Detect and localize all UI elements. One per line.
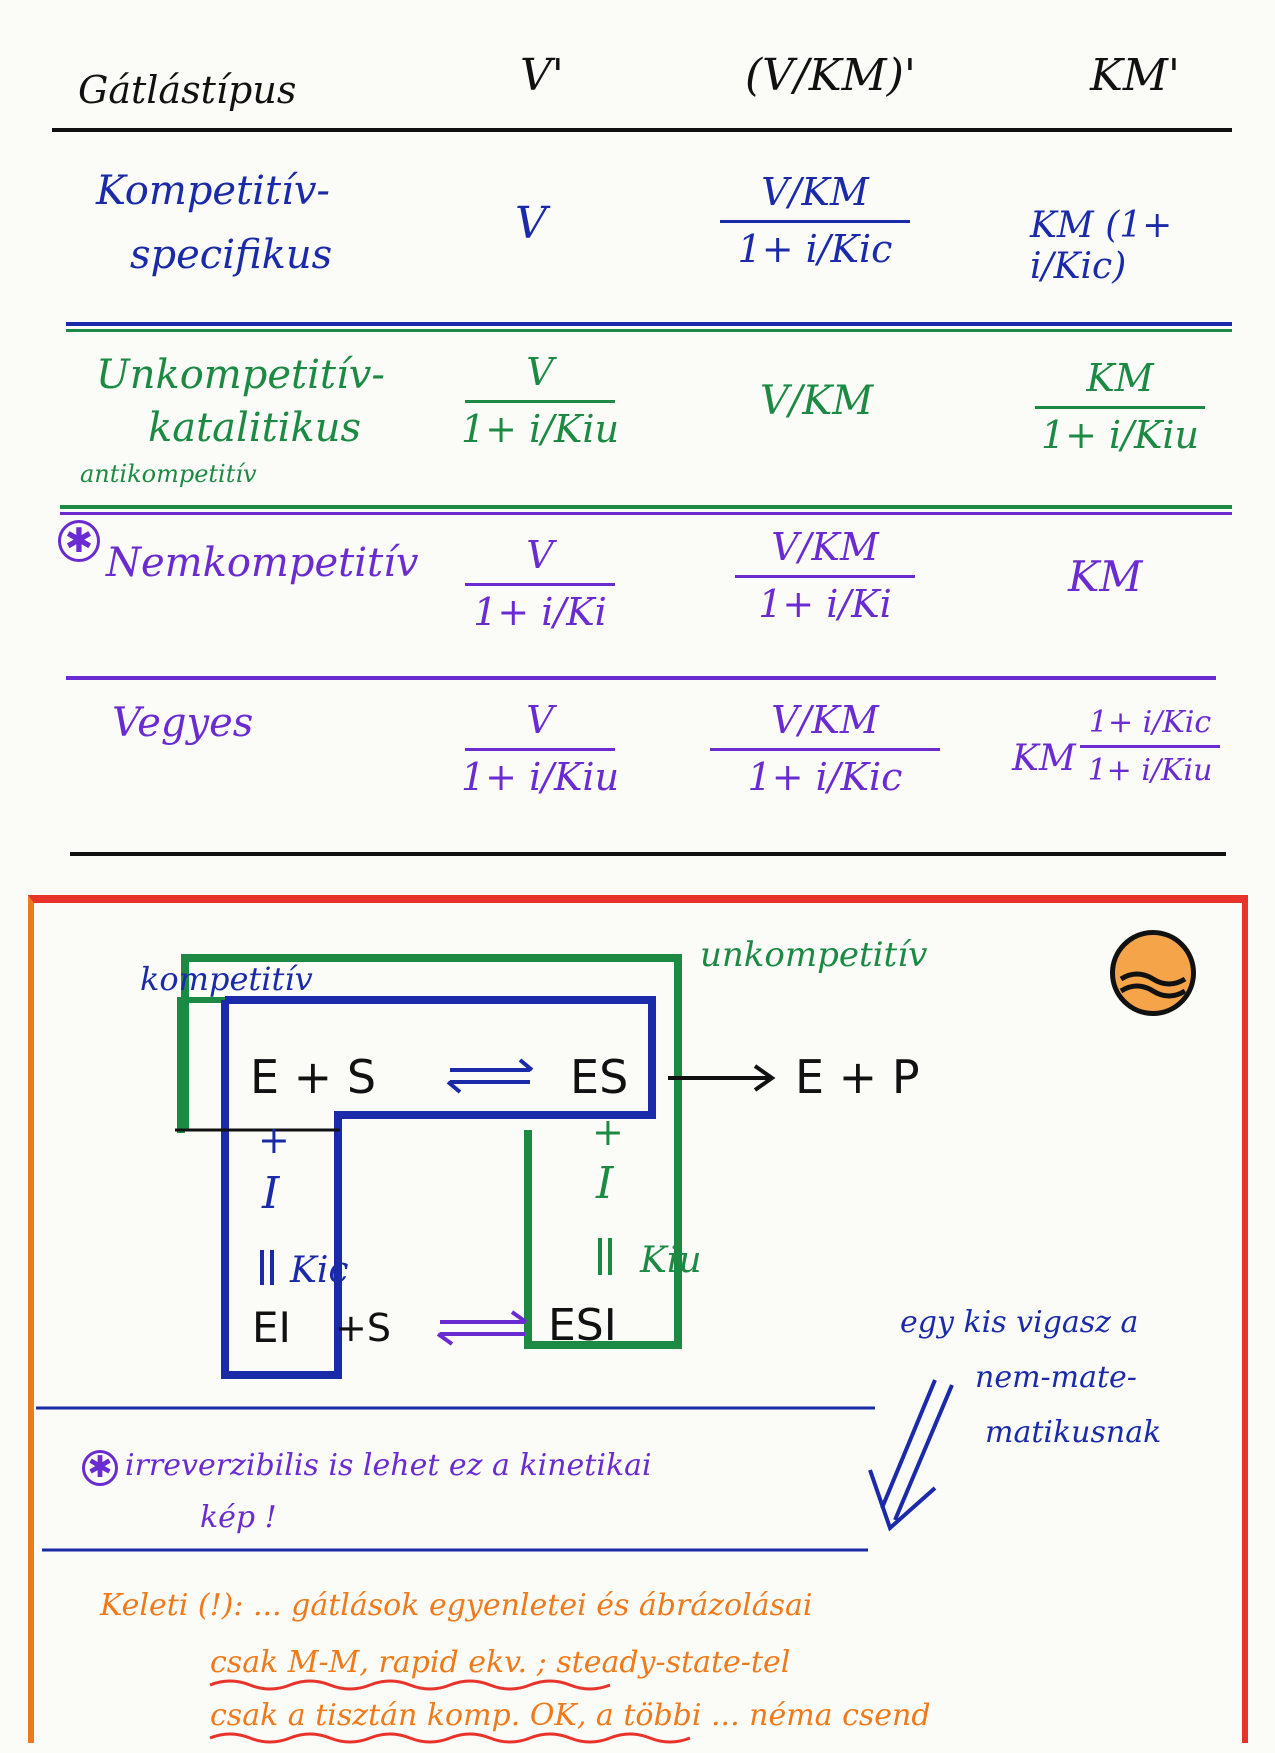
row3-v-den: 1+ i/Ki: [473, 589, 607, 634]
row2-divider-purple: [60, 512, 1232, 515]
species-e-plus-s: E + S: [250, 1050, 377, 1104]
row4-km-fraction: 1+ i/Kic 1+ i/Kiu: [1080, 706, 1220, 787]
row3-star-marker: ✱: [58, 520, 100, 562]
row4-vkm-fraction: V/KM 1+ i/Kic: [710, 698, 940, 799]
row3-vkm-num: V/KM: [771, 525, 879, 569]
star-note-marker: ✱: [82, 1450, 118, 1486]
row3-vkm-den: 1+ i/Ki: [758, 581, 892, 626]
header-divider: [52, 128, 1232, 132]
row3-v-num: V: [526, 533, 554, 577]
right-inhibitor: I: [596, 1158, 614, 1209]
row4-vkm-num: V/KM: [771, 698, 879, 742]
label-kompetitiv: kompetitív: [140, 960, 313, 998]
species-e-plus-p: E + P: [795, 1050, 920, 1104]
star-note-line2: kép !: [200, 1500, 277, 1535]
keleti-note-line3: csak a tisztán komp. OK, a többi ... ném…: [210, 1698, 931, 1733]
kic-label: Kic: [290, 1250, 349, 1291]
row2-divider: [60, 505, 1232, 509]
row2-km-num: KM: [1086, 356, 1154, 400]
row2-label-line2: katalitikus: [148, 405, 361, 451]
label-unkompetitiv: unkompetitív: [700, 935, 928, 975]
row2-v-fraction: V 1+ i/Kiu: [461, 350, 619, 451]
right-plus: +: [592, 1110, 624, 1154]
row1-vkm-fraction: V/KM 1+ i/Kic: [720, 170, 910, 271]
row1-label-line2: specifikus: [130, 232, 333, 278]
header-inhibition-type: Gátlástípus: [78, 68, 297, 112]
row4-vkm-den: 1+ i/Kic: [747, 754, 903, 799]
row3-vkm-fraction: V/KM 1+ i/Ki: [735, 525, 915, 626]
row2-label-line3: antikompetitív: [80, 460, 257, 488]
row4-km-prefix: KM: [1012, 738, 1076, 779]
row4-v-num: V: [526, 698, 554, 742]
row1-vkm-den: 1+ i/Kic: [737, 226, 893, 271]
row4-divider: [70, 852, 1226, 856]
consolation-note-line1: egy kis vigasz a: [900, 1305, 1139, 1340]
row4-km-den: 1+ i/Kiu: [1087, 753, 1213, 788]
row1-label-line1: Kompetitív-: [96, 168, 330, 214]
row1-vkm-num: V/KM: [761, 170, 869, 214]
header-vkm-prime: (V/KM)': [745, 50, 916, 101]
row2-label-line1: Unkompetitív-: [96, 352, 385, 398]
star-note-line1: irreverzibilis is lehet ez a kinetikai: [125, 1448, 652, 1483]
header-v-prime: V': [520, 50, 564, 101]
lower-frame: [28, 895, 1248, 1743]
keleti-note-line2: csak M-M, rapid ekv. ; steady-state-tel: [210, 1645, 791, 1680]
row2-vkm: V/KM: [760, 378, 874, 424]
row1-km-prime: KM (1+ i/Kic): [1030, 205, 1173, 287]
row4-km-num: 1+ i/Kic: [1088, 705, 1212, 740]
keleti-note-line1: Keleti (!): ... gátlások egyenletei és á…: [100, 1588, 813, 1623]
species-esi: ESI: [548, 1300, 617, 1351]
row2-km-den: 1+ i/Kiu: [1040, 412, 1200, 457]
row3-km-prime: KM: [1068, 552, 1143, 601]
row1-divider: [66, 322, 1232, 326]
row2-km-fraction: KM 1+ i/Kiu: [1035, 356, 1205, 457]
row2-v-num: V: [526, 350, 554, 394]
species-ei: EI: [252, 1303, 291, 1352]
green-unkompetitiv-path: [181, 954, 682, 1349]
row4-v-den: 1+ i/Kiu: [460, 754, 620, 799]
left-inhibitor: I: [262, 1168, 280, 1219]
kiu-label: Kiu: [640, 1240, 702, 1281]
left-plus: +: [258, 1118, 290, 1162]
row4-v-fraction: V 1+ i/Kiu: [461, 698, 619, 799]
row3-v-fraction: V 1+ i/Ki: [465, 533, 615, 634]
row3-divider: [66, 676, 1216, 680]
row2-v-den: 1+ i/Kiu: [460, 406, 620, 451]
row1-divider-green: [66, 329, 1232, 332]
header-km-prime: KM': [1090, 50, 1181, 101]
species-plus-s: +S: [335, 1306, 391, 1350]
row1-v-prime: V: [515, 198, 547, 249]
consolation-note-line2: nem-mate-: [975, 1360, 1137, 1395]
row4-label: Vegyes: [112, 700, 254, 746]
row3-label: Nemkompetitív: [106, 540, 419, 586]
consolation-note-line3: matikusnak: [985, 1415, 1162, 1450]
species-es: ES: [570, 1050, 629, 1104]
logo-icon: [1110, 930, 1196, 1016]
blue-kompetitiv-path: [221, 996, 656, 1379]
